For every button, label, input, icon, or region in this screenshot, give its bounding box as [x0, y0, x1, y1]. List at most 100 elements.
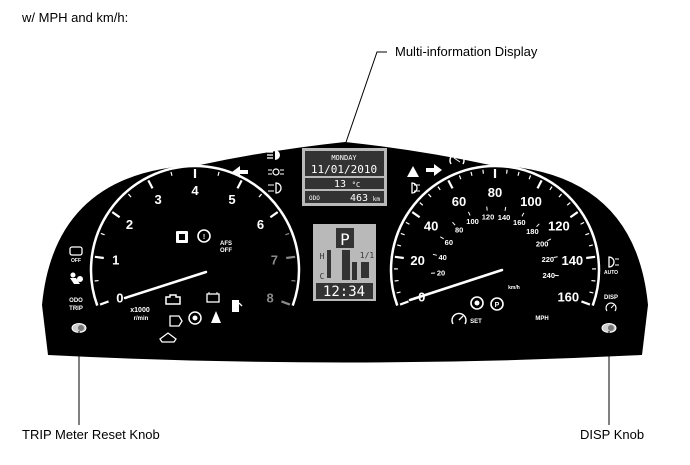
kmh-number-160: 160	[513, 218, 526, 227]
speedo-tick	[437, 186, 441, 191]
kmh-tick	[536, 223, 540, 228]
kmh-number-120: 120	[482, 212, 495, 221]
tach-arc	[89, 164, 301, 306]
shift-indicator-bar	[342, 250, 350, 280]
kmh-tick	[467, 211, 471, 216]
mph-number-60: 60	[452, 194, 466, 209]
speedo-tick	[447, 179, 454, 189]
tail-light-icon	[268, 168, 284, 176]
kmh-number-40: 40	[438, 253, 446, 262]
vsc-off-label: OFF	[71, 258, 81, 264]
tach-tick	[100, 232, 105, 236]
tach-tick	[170, 171, 173, 176]
speedo-tick	[566, 202, 571, 206]
fuel-gauge	[361, 262, 369, 278]
cruise-set-label: SET	[470, 319, 482, 325]
battery-icon	[206, 292, 220, 303]
leader-line-multi-info	[343, 51, 387, 149]
speedo-tick	[528, 175, 532, 180]
kmh-number-20: 20	[437, 269, 445, 278]
callout-multi-information-display: Multi-information Display	[395, 44, 538, 59]
speedo-tick	[517, 171, 520, 176]
disp-icon	[605, 302, 617, 312]
svg-text:!: !	[203, 234, 205, 241]
mph-number-100: 100	[520, 194, 542, 209]
tach-tick	[258, 193, 263, 198]
shift-range-label: 1/1	[360, 251, 375, 260]
brake-warning-icon: !	[197, 229, 211, 243]
mph-unit-label: MPH	[535, 316, 548, 322]
speedo-tick	[586, 255, 596, 260]
master-caution-icon	[407, 166, 419, 177]
coolant-cold-label: C	[320, 272, 325, 281]
kmh-tick	[452, 221, 456, 226]
auto-label: AUTO	[604, 270, 618, 276]
clock-display: 12:34	[323, 284, 365, 300]
kmh-tick	[440, 236, 444, 240]
multi-information-display: MONDAY 11/01/2010 13 °C ODO 463 km	[302, 148, 387, 206]
tach-number-7: 7	[271, 253, 278, 268]
mid-odo-unit: km	[373, 196, 381, 203]
speedo-tick	[458, 175, 462, 180]
mph-number-20: 20	[410, 253, 424, 268]
tach-tick	[147, 179, 154, 189]
kmh-tick	[553, 256, 558, 259]
speedo-tick	[400, 232, 405, 236]
slip-indicator-icon	[449, 152, 465, 165]
kmh-number-200: 200	[536, 240, 549, 249]
seatbelt-reminder-icon	[176, 231, 188, 243]
rear-fog-light-icon	[411, 182, 420, 194]
mid-temperature-unit: °C	[352, 181, 360, 189]
speedo-tick	[419, 202, 424, 206]
brake-hold-icon	[470, 296, 484, 310]
mph-number-120: 120	[548, 218, 570, 233]
tach-tick	[286, 255, 296, 260]
front-fog-light-icon	[268, 182, 282, 194]
speedo-tick	[581, 300, 591, 306]
kmh-number-240: 240	[543, 271, 556, 280]
tach-number-8: 8	[267, 290, 274, 305]
parking-brake-icon	[211, 311, 221, 323]
kmh-number-180: 180	[526, 227, 539, 236]
callout-trip-meter-reset-knob: TRIP Meter Reset Knob	[22, 427, 160, 442]
mid-day-bar	[305, 151, 384, 163]
tach-tick	[236, 179, 243, 189]
kmh-tick	[547, 238, 552, 242]
kmh-tick	[432, 253, 437, 256]
tach-number-1: 1	[112, 253, 119, 268]
mid-odo-value: 463	[350, 193, 368, 204]
tach-number-4: 4	[191, 183, 199, 198]
tach-tick	[269, 211, 279, 219]
callout-disp-knob: DISP Knob	[580, 427, 645, 442]
tach-tick	[111, 211, 121, 219]
mph-number-140: 140	[561, 253, 583, 268]
speedo-tick	[397, 244, 402, 247]
abs-warning-icon	[188, 311, 202, 325]
trip-label-left: TRIP	[69, 306, 83, 312]
speedo-tick	[585, 232, 590, 236]
page-title: w/ MPH and km/h:	[22, 10, 129, 25]
mid-date: 11/01/2010	[311, 163, 377, 176]
high-beam-icon	[267, 150, 280, 160]
vsc-off-icon: OFF	[69, 246, 83, 264]
tach-tick	[285, 232, 290, 236]
kmh-number-140: 140	[498, 213, 511, 222]
speedo-arc	[389, 164, 601, 306]
speedo-tick	[558, 193, 563, 198]
tach-number-0: 0	[116, 290, 123, 305]
cruise-control-icon	[451, 312, 467, 325]
kmh-tick	[486, 206, 488, 211]
trip-meter-reset-knob[interactable]	[71, 323, 87, 333]
tach-tick	[217, 171, 220, 176]
tach-tick	[94, 255, 104, 260]
mid-odo-label: ODO	[309, 195, 320, 202]
afs-label-line1: AFS	[220, 241, 232, 247]
tach-needle	[123, 270, 208, 300]
tach-tick	[127, 193, 132, 198]
turn-signal-right-icon	[426, 164, 442, 176]
coolant-gauge	[327, 250, 331, 278]
mph-number-160: 160	[557, 290, 579, 305]
master-warning-icon	[169, 315, 183, 327]
